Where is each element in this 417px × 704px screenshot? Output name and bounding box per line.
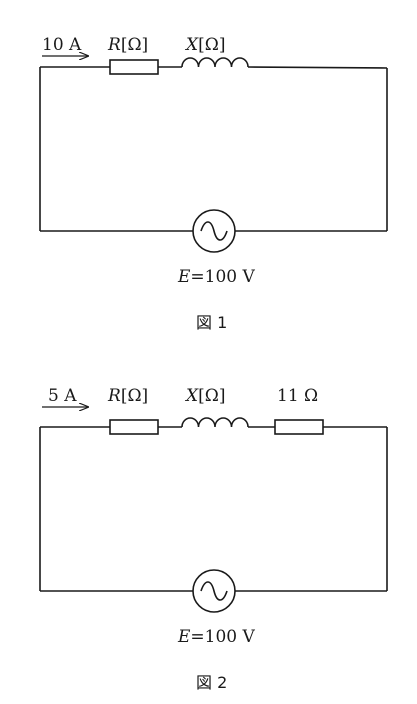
resistor-11-ohm-2 xyxy=(274,419,324,435)
resistor-r-2 xyxy=(109,419,159,435)
figure-2: 5 A R[Ω] X[Ω] 11 Ω E=100 V 図 2 xyxy=(39,386,388,692)
figure-caption-1: 図 1 xyxy=(196,313,227,332)
figure-caption-2: 図 2 xyxy=(196,673,227,692)
resistor-r-1 xyxy=(109,59,159,75)
ac-wave-icon-2 xyxy=(200,581,228,601)
source-label-2: E=100 V xyxy=(177,627,256,647)
current-label-1: 10 A xyxy=(42,35,82,55)
figure-1: 10 A R[Ω] X[Ω] E=100 V 図 1 xyxy=(39,35,388,332)
resistor-label-1: R[Ω] xyxy=(107,35,148,55)
inductor-x-1 xyxy=(181,57,249,68)
inductor-x-2 xyxy=(181,417,249,428)
source-label-1: E=100 V xyxy=(177,267,256,287)
resistor-label-2: R[Ω] xyxy=(107,386,148,406)
wire-top-1 xyxy=(40,66,388,69)
reactance-label-1: X[Ω] xyxy=(184,35,225,55)
current-label-2: 5 A xyxy=(48,386,77,406)
reactance-label-2: X[Ω] xyxy=(184,386,225,406)
ac-wave-icon-1 xyxy=(200,221,228,241)
extra-resistor-label-2: 11 Ω xyxy=(277,386,318,406)
